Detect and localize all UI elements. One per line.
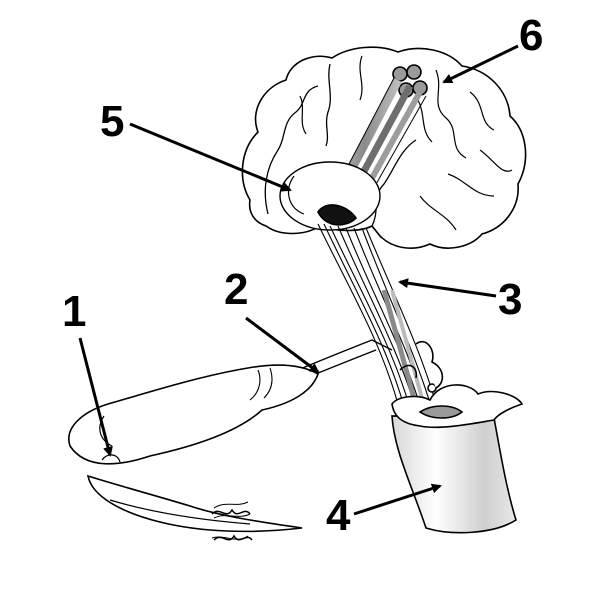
label-6: 6 (519, 11, 544, 60)
arrow-3 (398, 278, 497, 298)
label-2: 2 (224, 265, 249, 314)
pointer-arrows (78, 44, 519, 516)
arrow-2 (245, 316, 320, 374)
brain (241, 46, 527, 249)
label-5: 5 (100, 97, 125, 146)
label-3: 3 (498, 275, 523, 324)
spinal-cord (391, 340, 524, 534)
nerve-fibers (317, 223, 441, 421)
arrow-6 (442, 44, 519, 84)
arrow-4 (353, 483, 442, 516)
label-1: 1 (62, 287, 87, 336)
label-4: 4 (326, 491, 351, 540)
arrow-5 (129, 122, 292, 192)
arrow-1 (78, 337, 113, 457)
finger (68, 364, 319, 541)
